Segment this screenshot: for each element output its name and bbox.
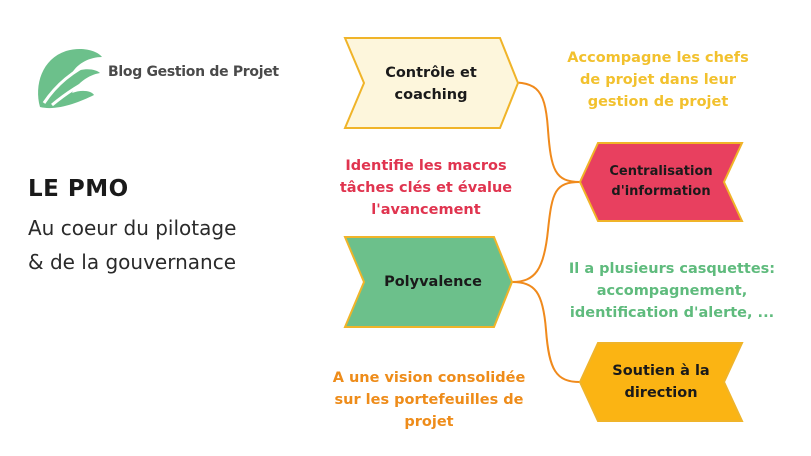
note-accompagne: Accompagne les chefs de projet dans leur… <box>567 50 749 110</box>
note-vision: A une vision consolidée sur les portefeu… <box>332 370 526 430</box>
connectors <box>499 81 581 383</box>
label-centralisation: Centralisation d'information <box>609 164 713 199</box>
shape-polyvalence <box>343 236 514 328</box>
shape-centralisation <box>578 142 744 222</box>
connector-controle-to-centralisation <box>499 81 581 183</box>
label-polyvalence: Polyvalence <box>384 274 482 290</box>
leaf-logo-icon <box>38 48 102 109</box>
page-title: LE PMO <box>28 176 129 202</box>
note-casquettes: Il a plusieurs casquettes: accompagnemen… <box>568 261 776 321</box>
subtitle-line-2: & de la gouvernance <box>28 250 237 274</box>
note-identifie: Identifie les macros tâches clés et éval… <box>339 158 513 218</box>
brand-name: Blog Gestion de Projet <box>108 64 279 80</box>
shape-soutien <box>578 342 744 422</box>
connector-polyvalence-to-soutien <box>511 281 581 383</box>
label-soutien: Soutien à la direction <box>612 363 710 401</box>
label-controle-coaching: Contrôle et coaching <box>385 65 477 103</box>
shape-controle-coaching <box>343 37 520 129</box>
subtitle-line-1: Au coeur du pilotage <box>28 216 237 240</box>
connector-centralisation-to-polyvalence <box>511 181 581 283</box>
